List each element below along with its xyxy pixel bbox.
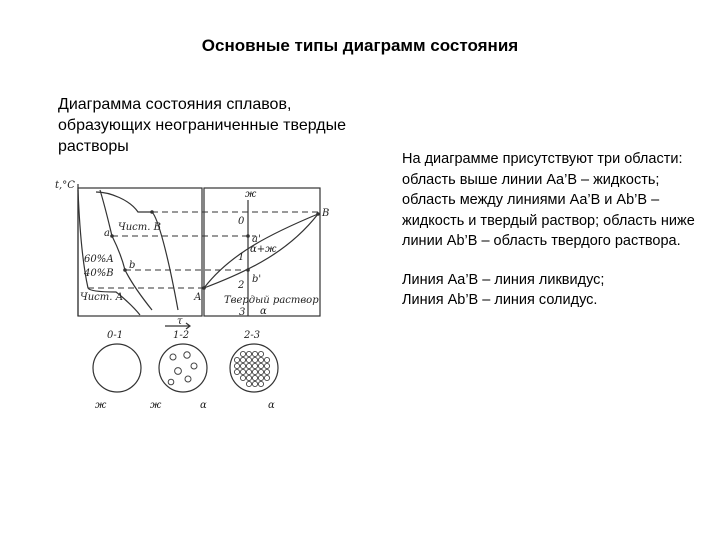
phase-diagram-frame (203, 187, 321, 317)
liquidus-line-text: Линия Аa’В – линия ликвидус; (402, 271, 605, 288)
point-b-label: b (129, 260, 135, 271)
solidus-line (203, 213, 319, 289)
level-1-label: 1 (238, 252, 244, 263)
liquid-region-label: ж (245, 189, 257, 200)
micro-title-1-2: 1-2 (173, 330, 189, 341)
pure-a-label: Чист. А (80, 292, 123, 303)
pure-b-label: Чист. В (118, 222, 161, 233)
percent-a-label: 60%А (84, 254, 114, 265)
microstructure-two-phase-circle (158, 343, 208, 393)
microstructure-solid-circle (229, 343, 279, 393)
alpha-region-label: α (260, 306, 267, 317)
alloy-cooling-curve (99, 189, 153, 311)
micro-title-2-3: 2-3 (243, 330, 260, 341)
point-a-capital-label: А (193, 292, 202, 303)
temperature-axis-label: t,°C (55, 180, 75, 191)
phase-diagram-figure: t,°C τ Чист. В Чист. А 60%А 40%В a b ж α… (55, 180, 329, 411)
a-prime-label: a' (252, 234, 261, 245)
point-a-label: a (104, 228, 110, 239)
micro-title-0-1: 0-1 (107, 330, 123, 341)
percent-b-label: 40%В (83, 268, 114, 279)
level-0-label: 0 (238, 216, 245, 227)
micro-label-alpha-2: α (268, 400, 275, 411)
time-axis-label: τ (177, 316, 183, 327)
micro-label-liquid: ж (95, 400, 107, 411)
level-3-label: 3 (239, 307, 245, 318)
solid-grains (233, 350, 271, 388)
microstructure-liquid-circle (92, 343, 142, 393)
solidus-line-text: Линия Аb’В – линия солидус. (402, 292, 598, 308)
two-phase-region-label: α+ж (250, 244, 277, 255)
liquidus-line (203, 213, 319, 289)
point-b-capital-label: В (321, 208, 329, 219)
pure-a-cooling-curve (77, 189, 141, 316)
level-2-label: 2 (237, 280, 244, 291)
description-paragraph: На диаграмме присутствуют три области: о… (402, 151, 695, 249)
description-block: На диаграмме присутствуют три области: о… (402, 149, 712, 311)
micro-label-liquid-2: ж (150, 400, 162, 411)
page-title: Основные типы диаграмм состояния (201, 36, 519, 55)
solid-solution-label: Твердый раствор (224, 295, 319, 306)
b-prime-label: b' (252, 274, 261, 285)
micro-label-alpha: α (200, 400, 207, 411)
diagram-subtitle: Диаграмма состояния сплавов, образующих … (58, 96, 346, 155)
